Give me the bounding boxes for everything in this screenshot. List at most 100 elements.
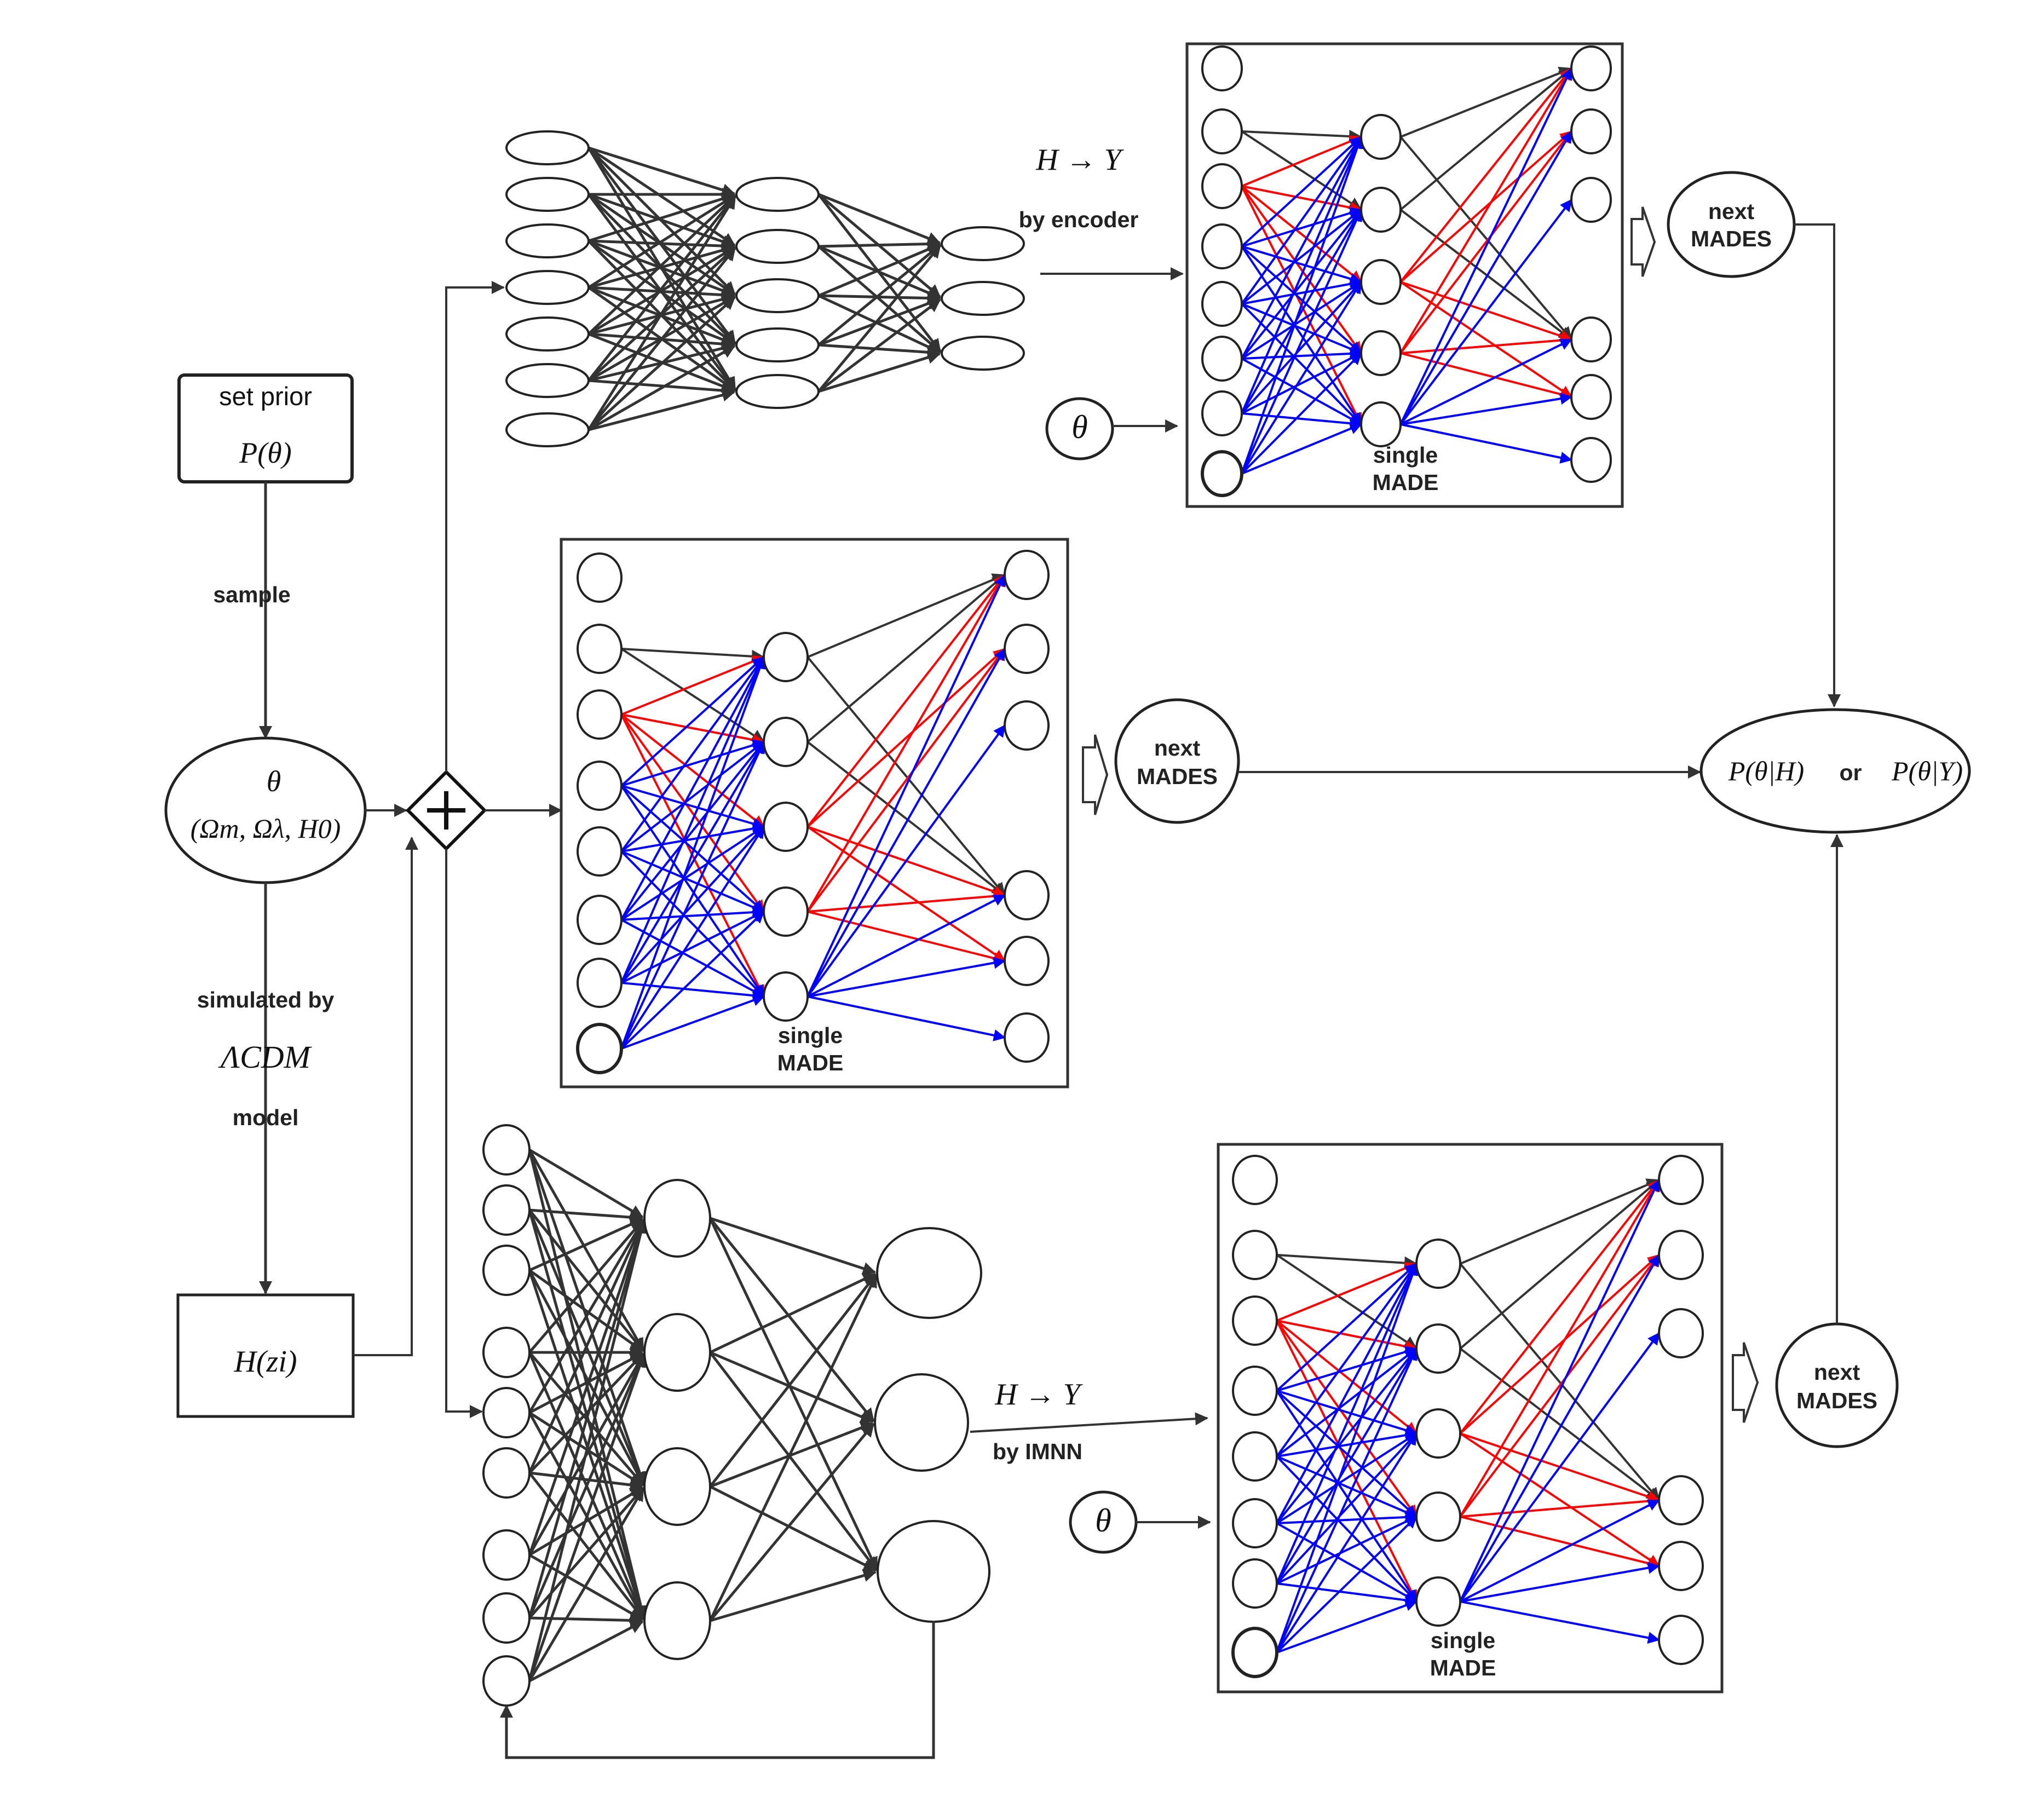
edge bbox=[806, 826, 1006, 962]
edge bbox=[587, 195, 736, 382]
edge bbox=[621, 906, 765, 921]
hz-box: H(zi) bbox=[176, 1293, 355, 1418]
edge bbox=[1241, 136, 1362, 247]
arrow-next-top-to-posterior bbox=[1794, 223, 1841, 707]
neuron bbox=[643, 1179, 711, 1258]
neuron bbox=[1658, 1308, 1704, 1358]
neuron bbox=[643, 1447, 711, 1526]
prior-formula: P(θ) bbox=[239, 436, 291, 469]
edge bbox=[1399, 136, 1572, 341]
encoder-map-label: H → Y bbox=[1035, 143, 1124, 177]
edge bbox=[1276, 1455, 1418, 1518]
edge bbox=[807, 957, 1006, 998]
neuron bbox=[505, 363, 590, 398]
edge bbox=[587, 344, 736, 431]
edge bbox=[1276, 1516, 1418, 1654]
neuron bbox=[1201, 281, 1243, 327]
edge bbox=[817, 244, 941, 346]
edge bbox=[1460, 1516, 1660, 1569]
sum-junction bbox=[405, 769, 487, 851]
edge bbox=[1241, 136, 1362, 359]
edge bbox=[1459, 1432, 1660, 1567]
arrow-hz-to-sum bbox=[353, 837, 418, 1356]
edge bbox=[528, 1487, 645, 1682]
theta-params: (Ωm, Ωλ, H0) bbox=[191, 813, 341, 844]
edge bbox=[807, 911, 1006, 964]
edge bbox=[1400, 67, 1572, 138]
edge bbox=[1241, 281, 1362, 414]
neuron bbox=[1232, 1431, 1278, 1482]
edge bbox=[1400, 393, 1572, 425]
edge bbox=[1399, 67, 1572, 425]
edge bbox=[806, 574, 1006, 828]
theta-input-top: θ bbox=[1045, 397, 1114, 460]
neuron bbox=[1004, 870, 1050, 920]
edge bbox=[806, 648, 1006, 913]
neuron bbox=[1415, 1491, 1461, 1542]
neuron bbox=[735, 229, 820, 264]
made-label-single: single bbox=[1431, 1628, 1495, 1653]
next-mades-bottom: next MADES bbox=[1775, 1322, 1899, 1448]
edge bbox=[818, 245, 941, 299]
neuron bbox=[505, 412, 590, 447]
neuron bbox=[482, 1592, 531, 1644]
neuron bbox=[763, 802, 809, 852]
made-label-made: MADE bbox=[777, 1050, 844, 1075]
edge bbox=[1276, 1262, 1418, 1322]
neuron bbox=[1360, 259, 1402, 305]
edge bbox=[709, 1485, 877, 1572]
theta-input-bottom: θ bbox=[1069, 1490, 1138, 1554]
edge bbox=[588, 239, 736, 253]
edge bbox=[1400, 334, 1572, 354]
edge bbox=[1276, 1254, 1418, 1350]
neuron bbox=[482, 1447, 531, 1499]
edge bbox=[1276, 1320, 1418, 1518]
edge bbox=[528, 1219, 648, 1681]
posterior-node: P(θ|H) or P(θ|Y) bbox=[1699, 708, 1971, 834]
neuron bbox=[577, 552, 623, 603]
edge bbox=[1241, 207, 1362, 247]
edge bbox=[1399, 130, 1572, 283]
neuron bbox=[735, 374, 820, 409]
neuron bbox=[1232, 1366, 1278, 1416]
neuron bbox=[505, 316, 590, 352]
sample-label: sample bbox=[213, 582, 290, 607]
neuron bbox=[1570, 45, 1612, 91]
encoder-network bbox=[505, 130, 1025, 447]
edge bbox=[806, 724, 1006, 998]
edge bbox=[1276, 1320, 1418, 1352]
edge bbox=[710, 1569, 877, 1622]
imnn-map-label: H → Y bbox=[994, 1378, 1083, 1412]
neuron bbox=[1004, 936, 1050, 986]
posterior-y: P(θ|Y) bbox=[1891, 756, 1963, 786]
edge bbox=[1276, 1390, 1418, 1436]
edge bbox=[620, 656, 765, 787]
edge bbox=[1241, 185, 1362, 354]
edge bbox=[1400, 352, 1572, 400]
edge bbox=[620, 656, 766, 1049]
neuron bbox=[735, 177, 820, 212]
edge bbox=[817, 245, 941, 353]
neuron bbox=[763, 717, 809, 767]
edge bbox=[528, 1487, 644, 1619]
edge bbox=[1241, 130, 1362, 211]
neuron bbox=[505, 270, 590, 305]
neuron bbox=[1658, 1155, 1704, 1205]
neuron bbox=[874, 1373, 969, 1472]
svg-text:next: next bbox=[1154, 735, 1201, 761]
edge bbox=[818, 343, 941, 359]
edge bbox=[621, 822, 765, 853]
neuron bbox=[1201, 450, 1243, 497]
neuron bbox=[1232, 1295, 1278, 1346]
edge bbox=[807, 573, 1006, 658]
neuron bbox=[1570, 437, 1612, 483]
prior-label: set prior bbox=[219, 382, 312, 411]
neuron bbox=[577, 826, 623, 877]
neuron bbox=[1201, 163, 1243, 209]
edge bbox=[587, 194, 736, 289]
edge bbox=[1276, 1263, 1418, 1524]
edge bbox=[1241, 352, 1362, 414]
edge bbox=[1241, 185, 1362, 283]
edge bbox=[1459, 1179, 1660, 1518]
